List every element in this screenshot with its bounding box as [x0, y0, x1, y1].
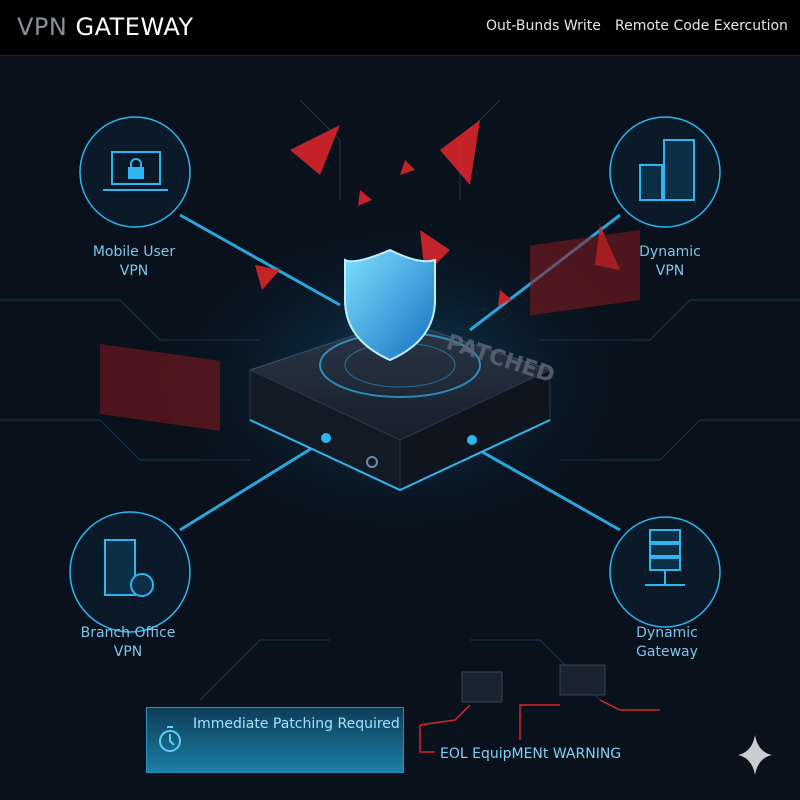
sparkle-icon — [738, 735, 772, 775]
nav-remote-code-execution[interactable]: Remote Code Exercution — [615, 18, 788, 34]
app-title: VPN GATEWAY — [17, 13, 194, 41]
eol-devices — [419, 664, 660, 753]
alert-text: Immediate Patching Required — [193, 716, 400, 732]
network-illustration: PATCHED — [0, 99, 800, 775]
eol-warning: EOL EquipMENt WARNING — [440, 746, 622, 762]
patching-alert[interactable]: Immediate Patching Required — [146, 707, 404, 773]
server-network-icon — [645, 529, 685, 586]
header: VPN GATEWAY Out-Bunds Write Remote Code … — [0, 0, 800, 56]
red-code-panels — [100, 230, 640, 431]
shield-icon — [344, 248, 436, 362]
server-gear-icon — [104, 539, 154, 597]
laptop-lock-icon — [103, 151, 168, 191]
nav-out-bunds-write[interactable]: Out-Bunds Write — [486, 18, 601, 34]
stopwatch-icon — [159, 726, 181, 752]
buildings-icon — [639, 139, 695, 201]
gateway-device — [248, 319, 552, 492]
